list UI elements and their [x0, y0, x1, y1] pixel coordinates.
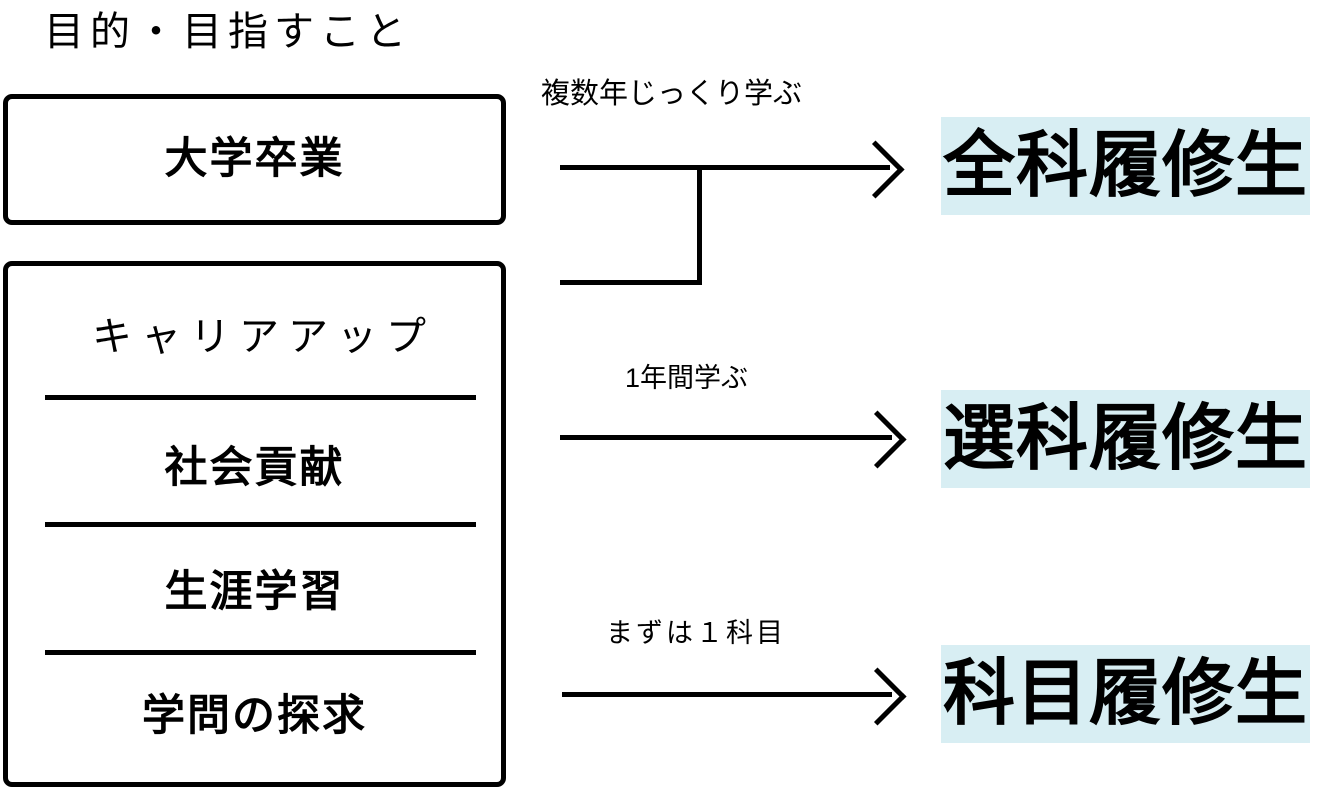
goal-divider [45, 522, 476, 527]
goal-item-social-contribution: 社会貢献 [164, 444, 345, 492]
goal-divider [45, 650, 476, 655]
goal-item-academic-pursuit: 学問の探求 [142, 692, 367, 740]
arrow-shaft-main [562, 692, 892, 697]
goal-box-degree: 大学卒業 [3, 94, 506, 225]
arrow-head-icon [848, 667, 907, 726]
arrow-shaft-main [560, 165, 890, 170]
arrow-head-icon [846, 140, 905, 199]
arrow-shaft-branch [560, 280, 702, 285]
arrow-shaft-vertical [697, 165, 702, 285]
arrow-shaft-main [560, 435, 892, 440]
status-subject-student: 科目履修生 [941, 645, 1311, 743]
page-title: 目的・目指すこと [44, 10, 412, 54]
arrow-label-first-subject: まずは１科目 [606, 618, 786, 648]
status-select-student: 選科履修生 [941, 390, 1311, 488]
goal-divider [45, 395, 476, 400]
goal-item-lifelong-learning: 生涯学習 [164, 568, 345, 616]
status-full-student: 全科履修生 [941, 117, 1311, 215]
arrow-head-icon [848, 410, 907, 469]
goal-item-degree: 大学卒業 [164, 135, 345, 183]
arrow-label-multi-year: 複数年じっくり学ぶ [541, 78, 803, 110]
arrow-label-one-year: 1年間学ぶ [625, 363, 749, 393]
goal-item-career-up: キャリアアップ [92, 315, 435, 359]
goal-box-motives: キャリアアップ 社会貢献 生涯学習 学問の探求 [3, 261, 506, 787]
